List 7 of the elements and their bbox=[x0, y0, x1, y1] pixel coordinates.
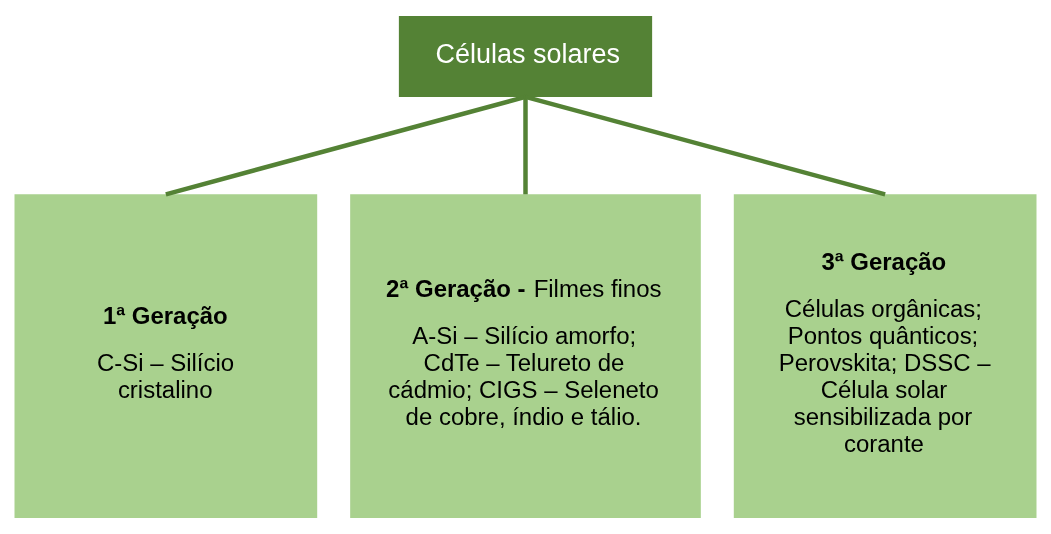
connector bbox=[524, 94, 886, 197]
connector bbox=[523, 96, 528, 195]
node-box: 3ª Geração Células orgânicas; Pontos quânticos; Perovskita; DSSC – Célula solar sensibilizada por corante bbox=[733, 194, 1037, 518]
node-box: Células solares bbox=[398, 16, 653, 97]
node-box: 1ª Geração C-Si – Silício cristalino bbox=[14, 194, 318, 518]
node-box: 2ª Geração - Filmes finos A-Si – Silício amorfo; CdTe – Telureto de cádmio; CIGS – Seleneto de cobre, índio e tálio. bbox=[350, 194, 701, 518]
connector bbox=[165, 94, 527, 197]
